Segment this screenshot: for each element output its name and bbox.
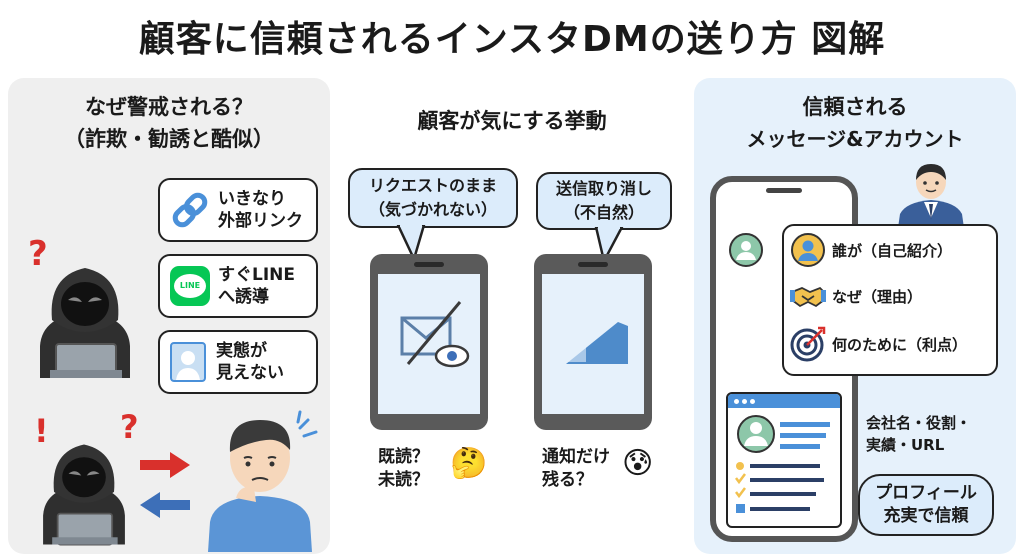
- line-app-icon: LINE: [170, 266, 210, 306]
- question-mark-icon: ?: [28, 234, 48, 274]
- bubble-unsent-message-tail: [594, 227, 624, 263]
- caption-read-status: 既読？ 未読？: [378, 446, 429, 492]
- left-panel-title: なぜ警戒される？: [85, 95, 253, 119]
- bubble-no-identity-line2: 見えない: [216, 363, 284, 383]
- profile-trust-pill-line1: プロフィール: [875, 483, 977, 503]
- anxious-face-icon: 😰: [622, 446, 654, 481]
- bubble-line-invite-line1: すぐLINE: [218, 265, 295, 285]
- message-item-benefit: 何のために（利点）: [790, 326, 967, 362]
- arrow-right-icon: [140, 452, 190, 478]
- right-panel-title: 信頼される: [802, 95, 908, 119]
- caption-notification-line1: 通知だけ: [542, 447, 610, 467]
- bubble-pending-request: リクエストのまま （気づかれない）: [348, 168, 518, 228]
- left-panel: なぜ警戒される？ （詐欺・勧誘と酷似） ? いきなり 外部リンク: [8, 78, 330, 554]
- right-panel: 信頼される メッセージ&アカウント: [694, 78, 1016, 554]
- arrow-left-icon: [140, 492, 190, 518]
- bubble-pending-request-line2: （気づかれない）: [368, 200, 497, 219]
- bubble-no-identity: 実態が 見えない: [158, 330, 318, 394]
- profile-card: [726, 392, 842, 528]
- target-icon: [790, 326, 826, 362]
- caption-notification: 通知だけ 残る？: [542, 446, 610, 492]
- handshake-icon: [790, 286, 826, 308]
- message-item-benefit-label: 何のために（利点）: [832, 335, 968, 354]
- question-mark-icon-2: ?: [120, 408, 139, 446]
- profile-details-line2: 実績・URL: [866, 436, 945, 454]
- profile-trust-pill: プロフィール 充実で信頼: [858, 474, 994, 536]
- message-item-why: なぜ（理由）: [790, 278, 922, 314]
- profile-details-text: 会社名・役割・ 実績・URL: [866, 412, 971, 456]
- right-panel-subtitle: メッセージ&アカウント: [746, 127, 964, 151]
- thinking-face-icon: 🤔: [450, 446, 488, 481]
- page-title: 顧客に信頼されるインスタDMの送り方 図解: [138, 19, 886, 60]
- bubble-unsent-message-line1: 送信取り消し: [555, 179, 652, 198]
- message-item-who: 誰が（自己紹介）: [790, 232, 952, 268]
- bubble-unsent-message-line2: （不自然）: [563, 203, 644, 222]
- profile-trust-pill-line2: 充実で信頼: [883, 506, 969, 526]
- bubble-no-identity-line1: 実態が: [216, 341, 267, 361]
- businessman-avatar-icon: [894, 158, 968, 228]
- line-app-icon-label: LINE: [174, 274, 206, 298]
- hacker-figure-icon: [30, 258, 140, 378]
- bubble-external-link-line1: いきなり: [218, 189, 286, 209]
- caption-read-status-line2: 未読？: [378, 470, 429, 490]
- phone-unsent-icon: [532, 252, 654, 432]
- caption-read-status-line1: 既読？: [378, 447, 429, 467]
- bubble-external-link: いきなり 外部リンク: [158, 178, 318, 242]
- message-item-why-label: なぜ（理由）: [832, 287, 923, 306]
- bubble-pending-request-line1: リクエストのまま: [368, 176, 497, 195]
- bubble-line-invite-line2: へ誘導: [218, 287, 269, 307]
- bubble-unsent-message: 送信取り消し （不自然）: [536, 172, 672, 230]
- bubble-pending-request-tail: [396, 225, 426, 261]
- link-icon: [172, 192, 208, 228]
- exclamation-mark-icon: !: [34, 412, 49, 450]
- center-title: 顧客が気にする挙動: [417, 109, 607, 133]
- sender-avatar-icon: [728, 232, 764, 268]
- profile-details-line1: 会社名・役割・: [866, 414, 972, 432]
- hacker-figure-icon-2: [34, 430, 134, 550]
- bubble-line-invite: LINE すぐLINE へ誘導: [158, 254, 318, 318]
- bubble-external-link-line2: 外部リンク: [218, 211, 303, 231]
- caption-notification-line2: 残る？: [542, 470, 593, 490]
- message-item-who-label: 誰が（自己紹介）: [832, 241, 953, 260]
- left-panel-subtitle: （詐欺・勧誘と酷似）: [64, 127, 274, 151]
- worried-customer-icon: [200, 406, 322, 552]
- blank-profile-icon: [170, 342, 206, 382]
- phone-unread-icon: [368, 252, 490, 432]
- profile-details-icon: [735, 415, 830, 513]
- user-icon: [791, 233, 825, 267]
